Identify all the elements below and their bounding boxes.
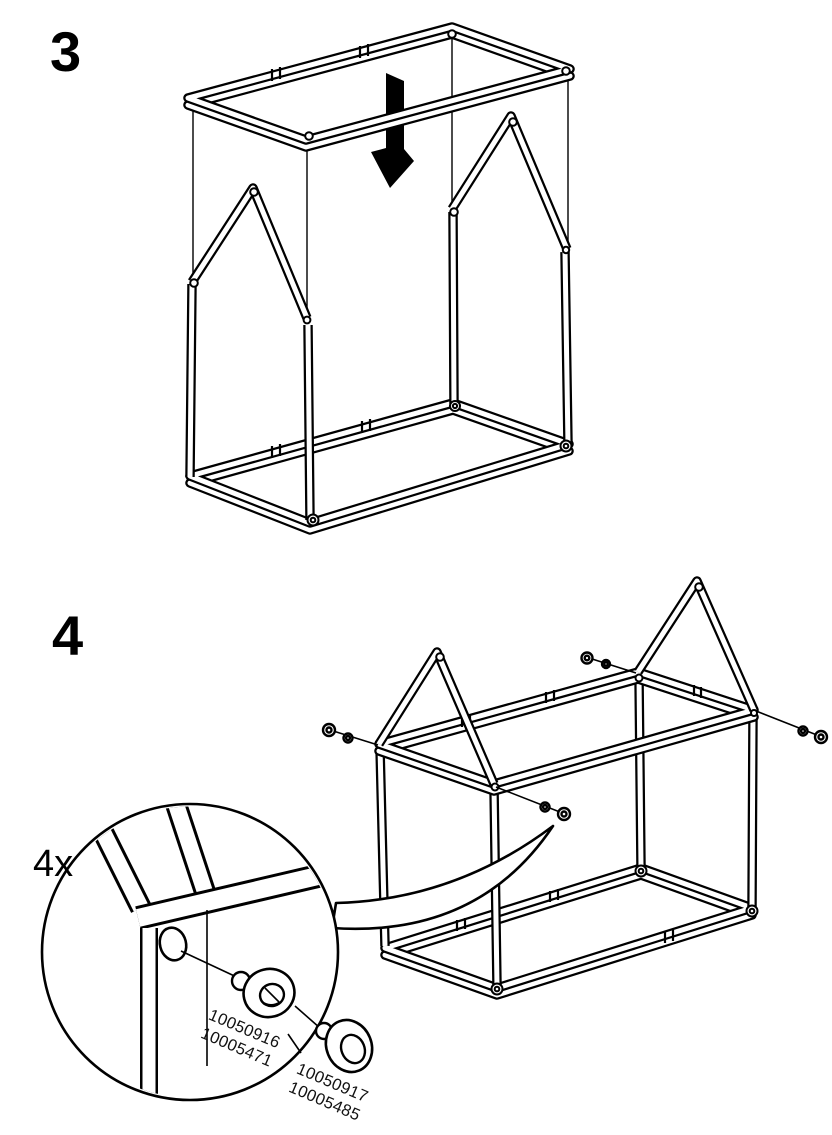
alignment-guide-lines	[192, 38, 569, 316]
end-frames	[192, 116, 567, 318]
eaves-frame	[379, 672, 754, 791]
gable-screw-holes	[189, 117, 571, 325]
detail-cap-icon	[314, 1018, 374, 1074]
corner-posts	[190, 212, 568, 520]
base-frame	[385, 868, 752, 995]
corner-hole	[158, 926, 188, 962]
top-frame	[188, 27, 570, 147]
detail-screw-icon	[230, 967, 296, 1019]
gable-frames	[379, 581, 754, 784]
base-feet	[490, 864, 759, 996]
zoom-detail-balloon	[40, 802, 374, 1102]
screw-front-left-icon	[495, 786, 572, 822]
quantity-label: 4x	[33, 843, 74, 885]
step-4-number: 4	[52, 604, 84, 667]
screw-back-left-icon	[321, 722, 379, 746]
magnified-corner	[76, 806, 336, 1095]
base-frame	[190, 403, 569, 530]
screw-back-right-icon	[580, 651, 637, 674]
figure-step-3	[188, 27, 572, 530]
screw-front-right-icon	[755, 710, 829, 745]
step-3-number: 3	[50, 20, 82, 83]
eaves-corner-holes	[490, 673, 758, 792]
base-feet	[306, 400, 573, 527]
figure-step-4	[40, 581, 829, 1102]
down-arrow-icon	[371, 73, 414, 188]
